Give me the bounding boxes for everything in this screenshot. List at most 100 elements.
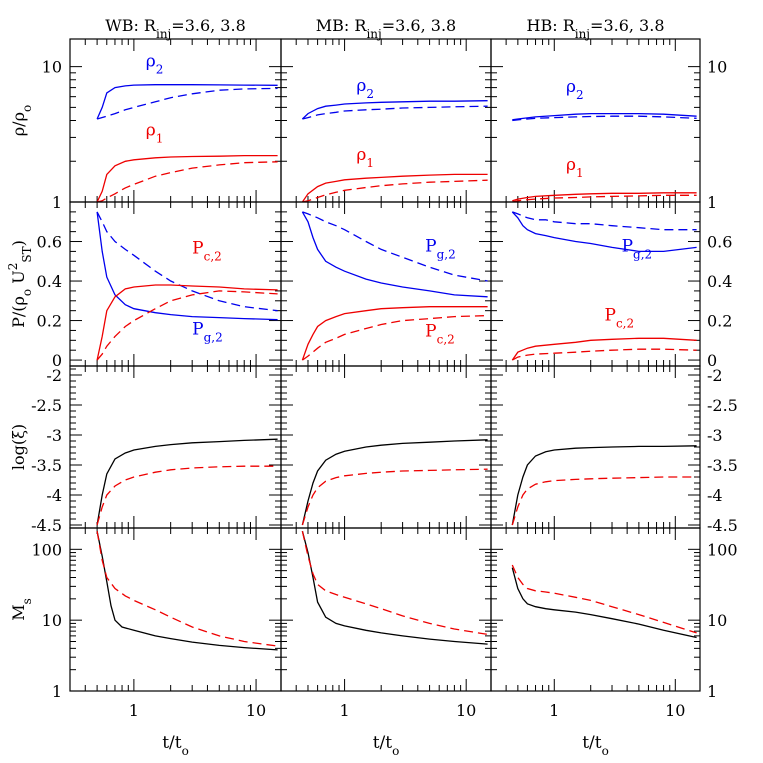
curve-label-pg2-part: P bbox=[192, 319, 203, 339]
series-line bbox=[511, 348, 697, 361]
series-line bbox=[96, 211, 278, 312]
curve-label-pc2: Pc,2 bbox=[425, 321, 455, 346]
y-tick-label: 0.4 bbox=[37, 272, 62, 291]
x-tick-label: 10 bbox=[665, 701, 685, 720]
x-axis-label-part: o bbox=[392, 744, 399, 758]
series-line bbox=[512, 211, 697, 231]
y-axis-label-part: log(ξ) bbox=[9, 424, 28, 470]
column-title-part: inj bbox=[575, 27, 590, 41]
x-axis-label: t/to bbox=[582, 733, 609, 758]
curve-label-pg2-part: P bbox=[622, 236, 633, 256]
y-tick-label: -4 bbox=[707, 486, 723, 505]
series-line bbox=[301, 173, 488, 202]
curve-label-rho1-part: 1 bbox=[156, 131, 164, 145]
curve-label-pg2-part: g,2 bbox=[633, 247, 652, 261]
panel-frame bbox=[69, 38, 282, 203]
curve-label-pg2-part: P bbox=[425, 236, 436, 256]
y-tick-label: -4.5 bbox=[31, 516, 62, 535]
y-tick-label: -3.5 bbox=[31, 456, 62, 475]
series-line bbox=[96, 531, 278, 647]
x-axis-label: t/to bbox=[373, 733, 400, 758]
curve-label-rho1-part: ρ bbox=[356, 145, 366, 165]
column-title-part: HB: R bbox=[527, 16, 576, 35]
series-line bbox=[96, 290, 278, 361]
series-line bbox=[96, 531, 278, 651]
y-axis-label-part: ) bbox=[9, 240, 28, 246]
curve-label-pc2-part: P bbox=[192, 238, 203, 258]
curve-label-rho2-part: ρ bbox=[356, 76, 366, 96]
series-line bbox=[301, 439, 488, 526]
x-tick-label: 10 bbox=[456, 701, 476, 720]
curve-label-pc2-part: c,2 bbox=[616, 317, 634, 331]
column-title-part: MB: R bbox=[316, 16, 368, 35]
series-line bbox=[96, 211, 278, 321]
y-tick-label: 0 bbox=[707, 351, 717, 370]
curve-label-rho2-part: ρ bbox=[146, 52, 156, 72]
y-axis-label: Ms bbox=[9, 598, 34, 621]
series-group bbox=[301, 211, 488, 361]
curve-label-pc2-part: c,2 bbox=[437, 332, 455, 346]
x-axis-label-part: t/t bbox=[162, 733, 182, 753]
y-tick-label: -3.5 bbox=[707, 456, 738, 475]
panel-xi-1 bbox=[69, 365, 282, 529]
y-tick-label: -3 bbox=[46, 426, 62, 445]
y-tick-label: 10 bbox=[42, 58, 62, 77]
column-title: WB: Rinj=3.6, 3.8 bbox=[105, 16, 246, 41]
series-line bbox=[511, 564, 697, 634]
curve-label-pg2-part: g,2 bbox=[204, 330, 223, 344]
series-line bbox=[96, 438, 278, 526]
y-tick-label: -2 bbox=[707, 366, 723, 385]
y-tick-label: -2.5 bbox=[31, 396, 62, 415]
curve-label-rho2-part: 2 bbox=[576, 88, 584, 102]
y-axis-label: ρ/ρo bbox=[9, 105, 34, 136]
x-tick-label: 10 bbox=[246, 701, 266, 720]
column-title: HB: Rinj=3.6, 3.8 bbox=[527, 16, 665, 41]
curve-label-pg2: Pg,2 bbox=[622, 236, 653, 261]
curve-label-pc2-part: P bbox=[604, 306, 615, 326]
y-axis-label: P/(ρo U2ST) bbox=[6, 240, 34, 328]
x-axis-label-part: t/t bbox=[582, 733, 602, 753]
panel-frame bbox=[280, 365, 492, 529]
y-tick-label: -4 bbox=[46, 486, 62, 505]
y-axis-label-part: o bbox=[20, 289, 34, 296]
column-title-part: inj bbox=[156, 27, 171, 41]
panel-mach-1 bbox=[69, 527, 282, 692]
series-line bbox=[512, 192, 697, 202]
curve-label-rho1: ρ1 bbox=[566, 155, 584, 180]
y-tick-label: 0.6 bbox=[707, 233, 732, 252]
series-line bbox=[96, 154, 278, 202]
column-title-part: inj bbox=[366, 27, 381, 41]
curve-label-pg2: Pg,2 bbox=[192, 319, 223, 344]
curve-label-rho1-part: 1 bbox=[366, 156, 374, 170]
curve-label-rho1: ρ1 bbox=[146, 120, 164, 145]
x-tick-label: 1 bbox=[129, 701, 139, 720]
curve-label-pc2-part: P bbox=[425, 321, 436, 341]
series-group bbox=[511, 564, 697, 639]
curve-label-pg2: Pg,2 bbox=[425, 236, 456, 261]
y-tick-label: -4.5 bbox=[707, 516, 738, 535]
series-line bbox=[302, 211, 488, 282]
x-tick-label: 1 bbox=[549, 701, 559, 720]
series-line bbox=[301, 531, 488, 645]
x-axis-label-part: o bbox=[602, 744, 609, 758]
y-tick-label: 0.6 bbox=[37, 233, 62, 252]
series-line bbox=[96, 84, 278, 120]
series-line bbox=[511, 567, 697, 639]
y-tick-label: 0.2 bbox=[707, 312, 732, 331]
panel-density-3: ρ2 ρ1 bbox=[490, 38, 701, 203]
series-line bbox=[511, 476, 697, 526]
curve-label-rho1-part: ρ bbox=[146, 120, 156, 140]
curve-label-rho2-part: 2 bbox=[366, 87, 374, 101]
series-line bbox=[511, 211, 697, 253]
series-line bbox=[301, 306, 488, 361]
curve-label-rho2: ρ2 bbox=[566, 77, 584, 102]
series-line bbox=[512, 115, 697, 122]
curve-label-rho2: ρ2 bbox=[356, 76, 374, 101]
y-tick-label: 1 bbox=[707, 193, 717, 212]
series-group bbox=[96, 84, 278, 202]
panel-pressure-1: Pg,2Pc,2 bbox=[69, 201, 282, 367]
y-tick-label: 0 bbox=[52, 351, 62, 370]
y-axis-label-part: ST bbox=[20, 246, 34, 262]
